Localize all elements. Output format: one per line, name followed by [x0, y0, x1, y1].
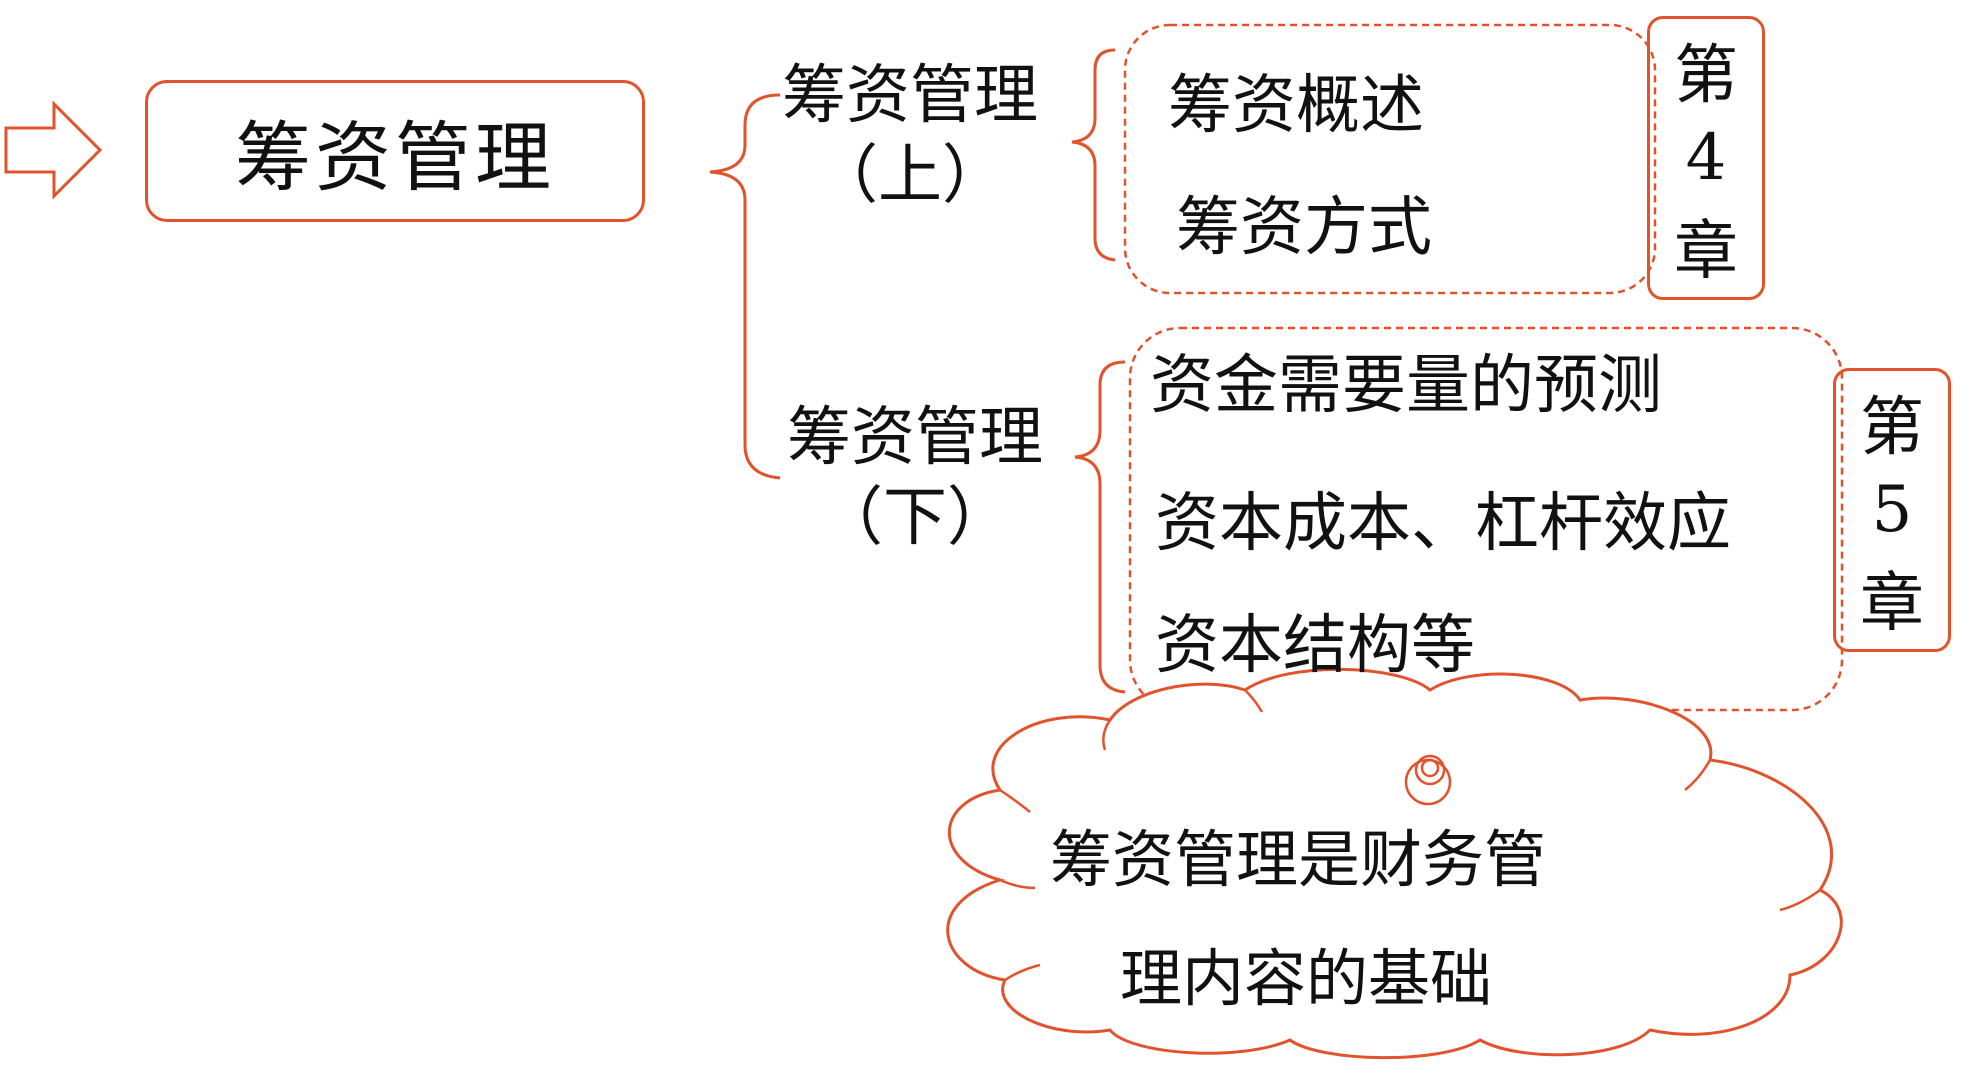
main-topic-title: 筹资管理	[235, 113, 555, 202]
chapter-4-line1: 第	[1674, 39, 1738, 113]
callout-bubble-large	[1404, 758, 1452, 806]
cloud-crease	[1244, 689, 1264, 713]
callout-text-line1: 筹资管理是财务管	[1050, 823, 1547, 896]
chapter-4-line2: 4	[1685, 121, 1727, 195]
branch-upper-label-line2: （上）	[814, 139, 1006, 213]
upper-items-group	[1123, 23, 1657, 295]
right-arrow-icon	[4, 100, 103, 200]
cloud-crease	[1684, 759, 1712, 791]
branch-lower-label-line1: 筹资管理	[787, 401, 1043, 475]
callout-cloud	[946, 667, 1843, 1060]
chapter-4-badge: 第 4 章	[1647, 16, 1765, 300]
branch-upper-label-line1: 筹资管理	[782, 59, 1038, 133]
lower-item-3: 资本结构等	[1155, 609, 1475, 683]
upper-item-2: 筹资方式	[1176, 191, 1432, 265]
lower-item-2: 资本成本、杠杆效应	[1155, 487, 1731, 561]
chapter-5-line3: 章	[1860, 567, 1924, 641]
chapter-5-line1: 第	[1860, 391, 1924, 465]
chapter-5-line2: 5	[1871, 473, 1913, 547]
lower-items-brace	[1074, 360, 1126, 694]
chapter-5-badge: 第 5 章	[1833, 368, 1951, 652]
chapter-4-line3: 章	[1674, 215, 1738, 289]
cloud-crease	[1102, 719, 1112, 751]
main-branch-brace	[709, 93, 781, 480]
main-topic-box: 筹资管理	[145, 80, 645, 222]
branch-lower-label-line2: （下）	[819, 481, 1011, 555]
branch-upper-label: 筹资管理 （上）	[770, 56, 1050, 216]
cloud-crease	[999, 788, 1031, 813]
branch-lower-label: 筹资管理 （下）	[775, 398, 1055, 558]
callout-text-line2: 理内容的基础	[1120, 942, 1493, 1015]
lower-item-1: 资金需要量的预测	[1150, 349, 1662, 423]
cloud-crease	[1779, 888, 1821, 912]
cloud-crease	[1004, 963, 1041, 982]
callout-bubble-medium	[1414, 754, 1446, 786]
cloud-crease	[999, 878, 1036, 890]
upper-item-1: 筹资概述	[1168, 69, 1424, 143]
upper-items-brace	[1071, 48, 1116, 262]
